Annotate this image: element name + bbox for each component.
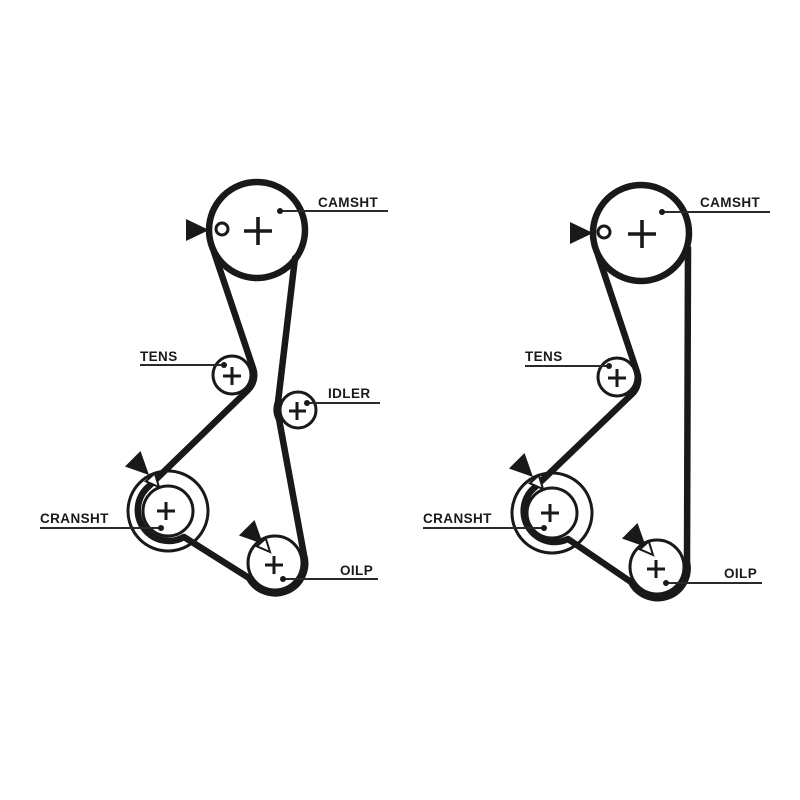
camshaft-hole — [596, 224, 612, 240]
oil-pump-direction-arrow-icon — [621, 522, 646, 547]
crankshaft-pulley-outer — [510, 471, 594, 555]
idler-cross — [289, 402, 306, 420]
crankshaft-pulley-inner — [141, 484, 195, 538]
crankshaft-callout: CRANSHT — [40, 511, 164, 531]
tensioner-cross — [223, 367, 241, 385]
crankshaft-pulley-inner — [525, 486, 579, 540]
idler-callout: IDLER — [304, 386, 380, 406]
camshaft-callout: CAMSHT — [277, 195, 388, 214]
camshaft-direction-arrow-icon — [186, 219, 209, 241]
crankshaft-pulley-outer — [126, 469, 210, 553]
right-diagram: CAMSHT TENS CRANSHT OILP — [423, 181, 770, 602]
crankshaft-cross — [157, 502, 175, 520]
crankshaft-direction-arrow-icon — [508, 452, 533, 477]
oil-pump-cross — [265, 556, 283, 574]
tensioner-callout: TENS — [525, 349, 612, 369]
camshaft-cross — [244, 217, 272, 245]
camshaft-label: CAMSHT — [700, 195, 760, 210]
idler-leader-dot — [304, 400, 310, 406]
oil-pump-direction-arrow-tip-icon — [638, 539, 655, 557]
oil-pump-direction-arrow-icon — [238, 519, 263, 544]
oil-pump-leader-dot — [663, 580, 669, 586]
oil-pump-callout: OILP — [280, 563, 378, 582]
crankshaft-callout: CRANSHT — [423, 511, 547, 531]
idler-pulley — [278, 390, 318, 430]
crankshaft-direction-arrow-icon — [124, 450, 149, 475]
tensioner-leader-dot — [221, 362, 227, 368]
crankshaft-leader-dot — [541, 525, 547, 531]
timing-belt — [134, 248, 309, 597]
tensioner-label: TENS — [140, 349, 178, 364]
crankshaft-cross — [541, 504, 559, 522]
camshaft-leader-dot — [277, 208, 283, 214]
crankshaft-direction-arrow-tip-icon — [144, 471, 161, 489]
crankshaft-leader-dot — [158, 525, 164, 531]
oil-pump-pulley — [628, 538, 686, 596]
camshaft-hole — [214, 221, 230, 237]
idler-label: IDLER — [328, 386, 371, 401]
tensioner-leader-dot — [606, 363, 612, 369]
crankshaft-label: CRANSHT — [423, 511, 492, 526]
oil-pump-label: OILP — [340, 563, 373, 578]
camshaft-label: CAMSHT — [318, 195, 378, 210]
oil-pump-cross — [647, 560, 665, 578]
oil-pump-pulley — [246, 534, 304, 592]
camshaft-direction-arrow-icon — [570, 222, 593, 244]
tensioner-pulley — [596, 356, 638, 398]
crankshaft-label: CRANSHT — [40, 511, 109, 526]
camshaft-cross — [628, 220, 656, 248]
camshaft-leader-dot — [659, 209, 665, 215]
tensioner-cross — [608, 369, 626, 387]
oil-pump-leader-dot — [280, 576, 286, 582]
camshaft-callout: CAMSHT — [659, 195, 770, 215]
crankshaft-direction-arrow-tip-icon — [528, 473, 545, 491]
timing-belt — [520, 244, 692, 602]
oil-pump-direction-arrow-tip-icon — [255, 536, 272, 554]
oil-pump-label: OILP — [724, 566, 757, 581]
oil-pump-callout: OILP — [663, 566, 762, 586]
tensioner-label: TENS — [525, 349, 563, 364]
left-diagram: CAMSHT TENS IDLER CRANSHT OILP — [40, 178, 388, 597]
tensioner-callout: TENS — [140, 349, 227, 368]
tensioner-pulley — [211, 354, 253, 396]
